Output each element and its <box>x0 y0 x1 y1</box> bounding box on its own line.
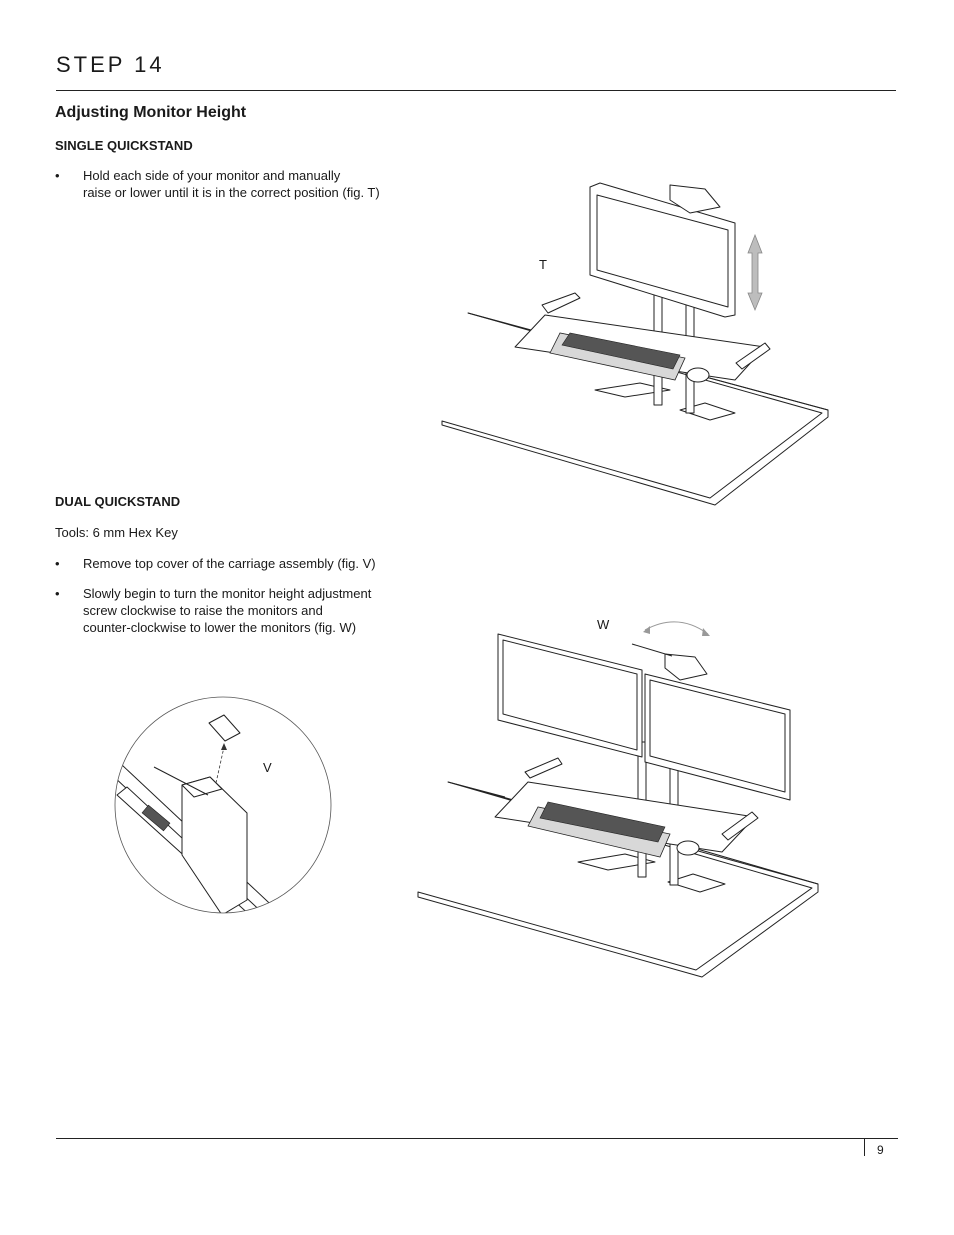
mouse <box>676 840 700 856</box>
bullet-line: counter-clockwise to lower the monitors … <box>83 620 357 635</box>
stand-foot <box>667 873 726 893</box>
desk-surface <box>417 781 819 978</box>
figure-t-label: T <box>539 257 547 272</box>
mouse <box>686 367 710 383</box>
tools-text: Tools: 6 mm Hex Key <box>55 525 178 540</box>
step-title: STEP 14 <box>56 52 165 77</box>
figure-v-illustration <box>114 696 332 914</box>
platform-handle <box>735 342 771 370</box>
dual-bullet-1: • Remove top cover of the carriage assem… <box>55 555 376 572</box>
bullet-line: Hold each side of your monitor and manua… <box>83 168 341 183</box>
carriage-cover <box>664 653 708 681</box>
footer-divider <box>864 1138 865 1156</box>
bullet-text: Slowly begin to turn the monitor height … <box>83 585 371 636</box>
platform-handle <box>541 292 581 314</box>
up-down-arrow-icon <box>747 233 763 312</box>
detail-circle <box>114 696 332 914</box>
header-rule <box>56 90 896 91</box>
page-number: 9 <box>877 1143 884 1157</box>
stand-foot <box>594 382 671 398</box>
platform-handle <box>524 757 563 779</box>
dual-quickstand-title: DUAL QUICKSTAND <box>55 494 181 509</box>
monitor-left-screen <box>502 639 638 751</box>
platform-handle <box>721 811 759 841</box>
bullet-line: screw clockwise to raise the monitors an… <box>83 603 323 618</box>
bullet-dot: • <box>55 168 60 183</box>
keyboard-keys <box>561 332 681 370</box>
carriage-top <box>181 776 223 798</box>
dashed-arrow-icon <box>221 743 227 750</box>
removed-cover <box>208 714 241 742</box>
carriage-body <box>181 776 248 913</box>
rotate-arrow-icon <box>643 626 650 634</box>
figure-t-illustration <box>441 182 829 506</box>
bullet-text: Hold each side of your monitor and manua… <box>83 167 380 201</box>
section-title: Adjusting Monitor Height <box>55 104 247 121</box>
bullet-line: raise or lower until it is in the correc… <box>83 185 380 200</box>
figure-v-label: V <box>263 760 272 775</box>
figure-w-label: W <box>597 617 610 632</box>
rail-slot <box>141 804 171 832</box>
carriage-cover <box>669 184 721 214</box>
single-quickstand-title: SINGLE QUICKSTAND <box>55 138 193 153</box>
monitor-right-screen <box>649 679 786 793</box>
bullet-line: Slowly begin to turn the monitor height … <box>83 586 372 601</box>
stand-foot <box>577 853 656 871</box>
figure-w-illustration <box>417 621 819 978</box>
footer-rule <box>56 1138 898 1139</box>
bullet-dot: • <box>55 586 60 601</box>
bullet-dot: • <box>55 556 60 571</box>
bullet-text: Remove top cover of the carriage assembl… <box>83 556 376 571</box>
keyboard-keys <box>539 801 666 843</box>
single-bullet-1: • Hold each side of your monitor and man… <box>55 167 380 201</box>
monitor-screen <box>596 194 729 308</box>
desk-surface <box>441 312 829 506</box>
dual-bullet-2: • Slowly begin to turn the monitor heigh… <box>55 585 371 636</box>
